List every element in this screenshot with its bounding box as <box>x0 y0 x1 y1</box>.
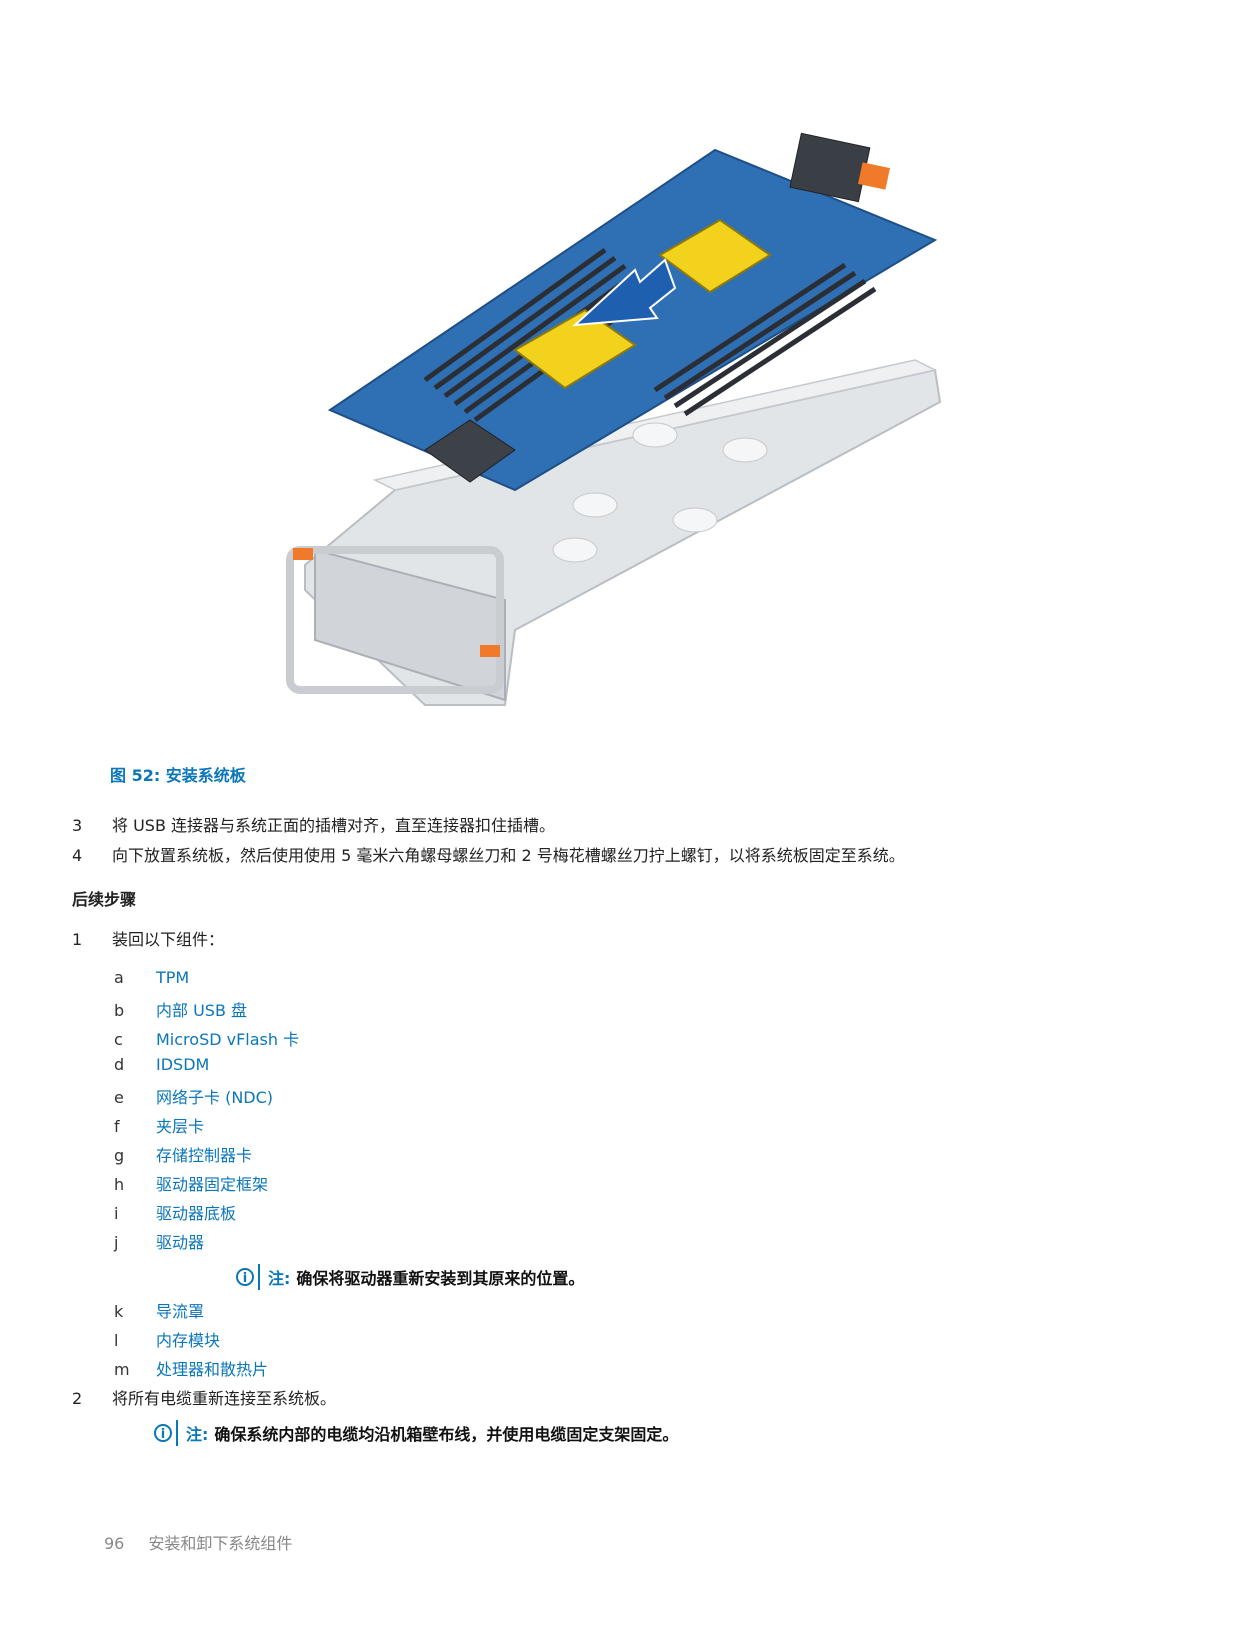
tray-pad <box>552 537 598 563</box>
list-item: b 内部 USB 盘 <box>114 997 247 1021</box>
memory-slots-right <box>653 262 877 417</box>
item-letter: m <box>114 1360 130 1379</box>
list-item: k 导流罩 <box>114 1298 204 1322</box>
next-step-2: 2 将所有电缆重新连接至系统板。 <box>72 1385 336 1409</box>
info-icon: i <box>236 1268 254 1286</box>
step-text: 将所有电缆重新连接至系统板。 <box>112 1389 337 1408</box>
handle-latch-bottom <box>480 645 500 657</box>
link-drives[interactable]: 驱动器 <box>156 1233 205 1252</box>
note-cable-routing: i 注: 确保系统内部的电缆均沿机箱壁布线，并使用电缆固定支架固定。 <box>154 1420 678 1446</box>
item-letter: k <box>114 1302 124 1321</box>
link-idsdm[interactable]: IDSDM <box>156 1055 210 1074</box>
list-item: c MicroSD vFlash 卡 <box>114 1026 299 1050</box>
note-divider <box>258 1264 260 1290</box>
step-number: 4 <box>72 846 83 865</box>
list-item: f 夹层卡 <box>114 1113 204 1137</box>
step-text: 装回以下组件： <box>112 930 225 949</box>
list-item: d IDSDM <box>114 1055 209 1074</box>
list-item: a TPM <box>114 968 189 987</box>
item-letter: e <box>114 1088 124 1107</box>
note-text: 确保将驱动器重新安装到其原来的位置。 <box>296 1269 585 1288</box>
note-drive-position: i 注: 确保将驱动器重新安装到其原来的位置。 <box>236 1264 584 1290</box>
sled-front-panel <box>314 548 506 702</box>
next-step-1: 1 装回以下组件： <box>72 926 224 950</box>
link-air-shroud[interactable]: 导流罩 <box>156 1302 205 1321</box>
tray-pad <box>722 437 768 463</box>
system-board-installation-illustration <box>286 132 942 706</box>
note-label: 注: <box>186 1425 209 1444</box>
note-text: 确保系统内部的电缆均沿机箱壁布线，并使用电缆固定支架固定。 <box>214 1425 679 1444</box>
link-mezzanine-card[interactable]: 夹层卡 <box>156 1117 205 1136</box>
note-divider <box>176 1420 178 1446</box>
step-4: 4 向下放置系统板，然后使用使用 5 毫米六角螺母螺丝刀和 2 号梅花槽螺丝刀拧上… <box>72 842 905 866</box>
link-internal-usb[interactable]: 内部 USB 盘 <box>156 1001 248 1020</box>
note-label: 注: <box>268 1269 291 1288</box>
link-ndc[interactable]: 网络子卡 (NDC) <box>156 1088 274 1107</box>
step-3: 3 将 USB 连接器与系统正面的插槽对齐，直至连接器扣住插槽。 <box>72 812 555 836</box>
step-number: 2 <box>72 1389 83 1408</box>
item-letter: c <box>114 1030 123 1049</box>
tray-pad <box>672 507 718 533</box>
info-icon: i <box>154 1424 172 1442</box>
list-item: j 驱动器 <box>114 1229 204 1253</box>
step-number: 3 <box>72 816 83 835</box>
processor-socket-cover <box>658 218 772 294</box>
tray-pad <box>572 492 618 518</box>
sled-handle <box>286 546 504 694</box>
item-letter: d <box>114 1055 125 1074</box>
link-drive-cage[interactable]: 驱动器固定框架 <box>156 1175 269 1194</box>
list-item: l 内存模块 <box>114 1327 220 1351</box>
orange-release-latch <box>858 162 890 190</box>
section-title: 安装和卸下系统组件 <box>148 1534 293 1553</box>
step-text: 将 USB 连接器与系统正面的插槽对齐，直至连接器扣住插槽。 <box>112 816 556 835</box>
mezzanine-shield <box>424 419 516 483</box>
list-item: i 驱动器底板 <box>114 1200 236 1224</box>
item-letter: h <box>114 1175 125 1194</box>
list-item: g 存储控制器卡 <box>114 1142 252 1166</box>
link-tpm[interactable]: TPM <box>156 968 190 987</box>
step-text: 向下放置系统板，然后使用使用 5 毫米六角螺母螺丝刀和 2 号梅花槽螺丝刀拧上螺… <box>112 846 905 865</box>
link-memory-modules[interactable]: 内存模块 <box>156 1331 221 1350</box>
item-letter: a <box>114 968 124 987</box>
step-number: 1 <box>72 930 83 949</box>
list-item: h 驱动器固定框架 <box>114 1171 268 1195</box>
tray-pad <box>632 422 678 448</box>
link-processor-heatsink[interactable]: 处理器和散热片 <box>156 1360 269 1379</box>
item-letter: b <box>114 1001 125 1020</box>
item-letter: j <box>114 1233 119 1252</box>
install-direction-arrow <box>572 258 677 327</box>
item-letter: l <box>114 1331 119 1350</box>
list-item: m 处理器和散热片 <box>114 1356 268 1380</box>
handle-latch-top <box>293 548 313 560</box>
item-letter: f <box>114 1117 120 1136</box>
page-footer: 96 安装和卸下系统组件 <box>104 1530 292 1554</box>
link-drive-backplane[interactable]: 驱动器底板 <box>156 1204 237 1223</box>
item-letter: i <box>114 1204 119 1223</box>
link-storage-controller[interactable]: 存储控制器卡 <box>156 1146 253 1165</box>
next-steps-heading: 后续步骤 <box>72 890 137 909</box>
item-letter: g <box>114 1146 125 1165</box>
page-number: 96 <box>104 1534 125 1553</box>
link-microsd-vflash[interactable]: MicroSD vFlash 卡 <box>156 1030 300 1049</box>
figure-caption: 图 52: 安装系统板 <box>110 766 246 785</box>
processor-socket-cover <box>513 308 637 390</box>
list-item: e 网络子卡 (NDC) <box>114 1084 273 1108</box>
